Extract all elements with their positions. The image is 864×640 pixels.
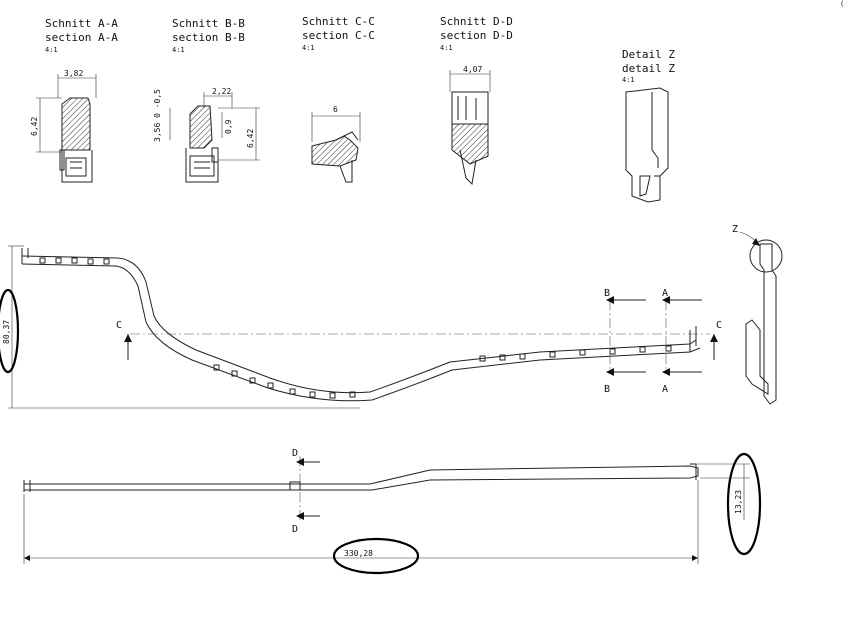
dim-d-width: 4,07 [463,65,482,74]
highlight-oval-length [332,537,420,575]
dim-side-height: 80,37 [2,320,11,344]
section-a-title-de: Schnitt A-A [45,17,118,30]
section-b-title-en: section B-B [172,31,245,44]
section-c-c: Schnitt C-C section C-C 4:1 6 [302,15,375,183]
detail-title-en: detail Z [622,62,675,75]
detail-scale: 4:1 [622,76,635,84]
section-b-title-de: Schnitt B-B [172,17,245,30]
section-d-d: Schnitt D-D section D-D 4:1 4,07 [440,15,513,186]
cut-c-right: C [716,320,722,331]
dim-c-width: 6 [333,105,338,114]
section-d-scale: 4:1 [440,44,453,52]
section-b-scale: 4:1 [172,46,185,54]
highlight-oval-height [0,288,20,374]
main-side-view: 80,37 C C B B [0,245,722,409]
section-c-title-de: Schnitt C-C [302,15,375,28]
cut-d-top: D [292,448,298,459]
dim-b-height: 6,42 [246,129,255,148]
cut-b-bottom: B [604,384,610,395]
section-d-title-de: Schnitt D-D [440,15,513,28]
dim-a-height: 6,42 [30,117,39,136]
detail-title-de: Detail Z [622,48,675,61]
cut-b-top: B [604,288,610,299]
end-view: Z [732,224,783,405]
detail-z: Detail Z detail Z 4:1 [622,48,675,203]
section-a-scale: 4:1 [45,46,58,54]
cut-a-bottom: A [662,384,668,395]
cut-d-bottom: D [292,524,298,535]
corner-note: ( [840,0,844,8]
bottom-view: D D 13,23 330,28 [23,448,762,575]
cut-c-left: C [116,320,122,331]
dim-bottom-height: 13,23 [734,490,743,514]
dim-total-length: 330,28 [344,549,373,558]
dim-b-width: 2,22 [212,87,231,96]
section-b-b: Schnitt B-B section B-B 4:1 2,22 3,56 0 … [153,17,260,183]
cut-a-top: A [662,288,668,299]
dim-b-left: 3,56 0 -0,5 [153,89,162,142]
section-d-title-en: section D-D [440,29,513,42]
section-a-a: Schnitt A-A section A-A 4:1 3,82 6,42 [30,17,118,183]
detail-marker: Z [732,224,738,235]
section-c-scale: 4:1 [302,44,315,52]
dim-b-mid: 0,9 [224,119,233,134]
section-a-title-en: section A-A [45,31,118,44]
highlight-oval-thickness [726,452,762,556]
section-c-title-en: section C-C [302,29,375,42]
dim-a-width: 3,82 [64,69,83,78]
